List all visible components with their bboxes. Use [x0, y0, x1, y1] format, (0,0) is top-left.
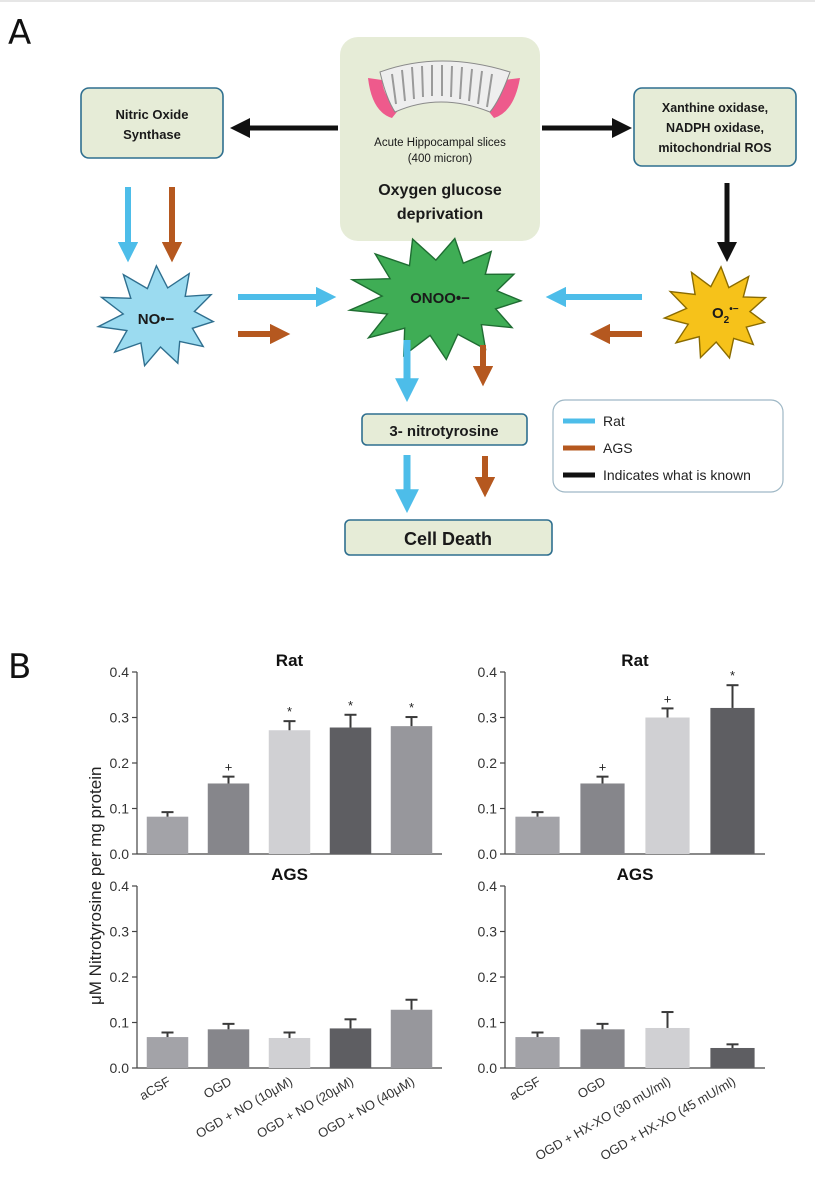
chart-title: AGS	[617, 865, 654, 884]
chart-title: AGS	[271, 865, 308, 884]
nos-box: Nitric Oxide Synthase	[80, 87, 224, 159]
peroxynitrite-burst: ONOO•−	[346, 237, 523, 361]
y-tick-label: 0.3	[110, 924, 130, 940]
hippocampus-illustration	[368, 60, 520, 118]
y-tick-label: 0.3	[110, 710, 130, 726]
nos-line1: Nitric Oxide	[116, 107, 189, 122]
bar	[645, 1027, 690, 1068]
significance-mark: *	[287, 704, 292, 719]
legend-frame	[552, 399, 784, 493]
legend-label: Rat	[603, 413, 625, 429]
nos-line2: Synthase	[123, 127, 181, 142]
no-radical-burst: NO•−	[95, 264, 216, 368]
bar	[390, 726, 433, 854]
nitrotyrosine-label: 3- nitrotyrosine	[389, 423, 498, 440]
significance-mark: +	[225, 760, 233, 775]
significance-mark: +	[664, 691, 672, 706]
no-radical-label: NO•−	[138, 311, 175, 328]
y-tick-label: 0.1	[478, 801, 498, 817]
bar	[580, 1029, 625, 1068]
bar	[515, 816, 560, 854]
bar	[580, 783, 625, 854]
y-tick-label: 0.2	[110, 969, 130, 985]
ros-box: Xanthine oxidase, NADPH oxidase, mitocho…	[633, 87, 797, 167]
y-tick-label: 0.3	[478, 710, 498, 726]
bar	[329, 1028, 372, 1068]
bar	[645, 717, 690, 854]
bar	[329, 727, 372, 854]
superoxide-burst: O2•−	[662, 265, 768, 360]
ros-line3: mitochondrial ROS	[658, 141, 771, 155]
superoxide-base: O	[712, 305, 724, 322]
ros-line1: Xanthine oxidase,	[662, 101, 768, 115]
bar	[268, 730, 311, 854]
cell-death-box: Cell Death	[344, 519, 553, 556]
chart-title: Rat	[276, 651, 304, 670]
x-tick-label: aCSF	[137, 1074, 173, 1104]
bar	[146, 816, 189, 854]
y-tick-label: 0.3	[478, 924, 498, 940]
bar-charts: 0.0 0.1 0.2 0.3 0.4 Rat + * * * 0.0 0.1 0.2 0.3 0.4 Rat…	[110, 651, 765, 1163]
bar	[207, 783, 250, 854]
y-tick-label: 0.2	[478, 969, 498, 985]
y-tick-label: 0.0	[110, 846, 130, 862]
significance-mark: +	[599, 760, 607, 775]
chart-1: 0.0 0.1 0.2 0.3 0.4 Rat + * * *	[110, 651, 442, 862]
slices-thickness: (400 micron)	[408, 153, 473, 165]
y-tick-label: 0.0	[478, 1060, 498, 1076]
bar	[710, 707, 755, 854]
bar	[390, 1009, 433, 1068]
bar	[268, 1037, 311, 1068]
slices-caption: Acute Hippocampal slices	[374, 137, 506, 149]
y-tick-label: 0.0	[110, 1060, 130, 1076]
ogd-box: Acute Hippocampal slices (400 micron) Ox…	[340, 37, 540, 241]
y-tick-label: 0.4	[110, 664, 130, 680]
y-tick-label: 0.1	[110, 801, 130, 817]
bar	[146, 1037, 189, 1068]
legend-label: AGS	[603, 440, 633, 456]
ogd-title-line1: Oxygen glucose	[378, 182, 502, 199]
superoxide-label: O2•−	[712, 304, 739, 326]
bar	[710, 1047, 755, 1068]
y-tick-label: 0.2	[110, 755, 130, 771]
significance-mark: *	[409, 700, 414, 715]
x-tick-label: OGD	[201, 1074, 234, 1102]
panel-label-b: B	[8, 647, 31, 687]
y-tick-label: 0.1	[478, 1015, 498, 1031]
superoxide-sup: •−	[729, 304, 739, 315]
x-tick-label: OGD	[575, 1074, 608, 1102]
superoxide-sub: 2	[724, 315, 730, 326]
y-tick-label: 0.4	[110, 878, 130, 894]
y-tick-label: 0.4	[478, 664, 498, 680]
x-tick-label: aCSF	[507, 1074, 543, 1104]
y-tick-label: 0.1	[110, 1015, 130, 1031]
panel-label-a: A	[8, 13, 31, 53]
bar	[207, 1029, 250, 1068]
y-axis-title: μM Nitrotyrosine per mg protein	[86, 767, 105, 1005]
chart-title: Rat	[621, 651, 649, 670]
y-tick-label: 0.0	[478, 846, 498, 862]
ogd-title-line2: deprivation	[397, 206, 483, 223]
y-tick-label: 0.4	[478, 878, 498, 894]
ros-line2: NADPH oxidase,	[666, 121, 764, 135]
bar	[515, 1037, 560, 1068]
peroxynitrite-label: ONOO•−	[410, 290, 470, 307]
y-tick-label: 0.2	[478, 755, 498, 771]
cell-death-label: Cell Death	[404, 529, 492, 549]
significance-mark: *	[730, 668, 735, 683]
nitrotyrosine-box: 3- nitrotyrosine	[361, 413, 528, 446]
significance-mark: *	[348, 698, 353, 713]
legend-label: Indicates what is known	[603, 467, 751, 483]
chart-2: 0.0 0.1 0.2 0.3 0.4 Rat + + *	[478, 651, 765, 862]
